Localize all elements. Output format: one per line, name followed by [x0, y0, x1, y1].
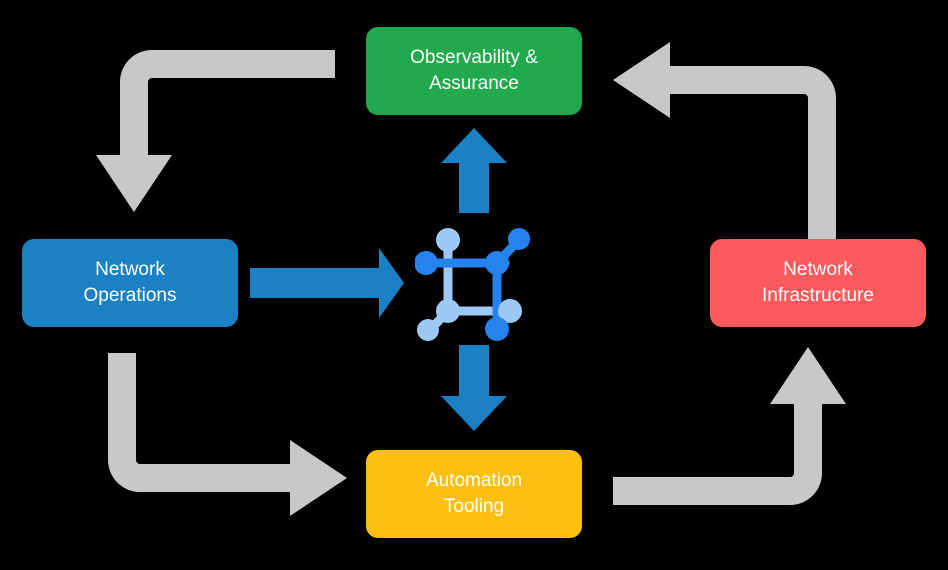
node-label-network-operations: Network Operations: [83, 259, 177, 306]
arrow-network-operations-to-automation-tooling: [108, 353, 347, 516]
node-label-observability: Observability & Assurance: [410, 47, 538, 94]
network-icon-light-nodes: [417, 228, 522, 341]
arrow-center-to-observability: [441, 128, 507, 213]
network-icon-strong-nodes: [415, 228, 530, 341]
node-box-automation-tooling[interactable]: Automation Tooling: [366, 450, 582, 538]
arrow-automation-tooling-to-network-infrastructure: [613, 347, 846, 505]
arrow-center-to-automation-tooling: [441, 345, 507, 431]
node-box-network-infrastructure[interactable]: Network Infrastructure: [710, 239, 926, 327]
arrow-network-infrastructure-to-observability: [613, 42, 836, 248]
network-topology-icon: [415, 228, 530, 341]
arrow-network-operations-to-center: [250, 248, 404, 318]
node-box-network-operations[interactable]: Network Operations: [22, 239, 238, 327]
node-box-observability[interactable]: Observability & Assurance: [366, 27, 582, 115]
arrow-observability-to-network-operations: [96, 50, 335, 212]
node-label-network-infrastructure: Network Infrastructure: [762, 259, 874, 306]
node-label-automation-tooling: Automation Tooling: [425, 470, 523, 517]
